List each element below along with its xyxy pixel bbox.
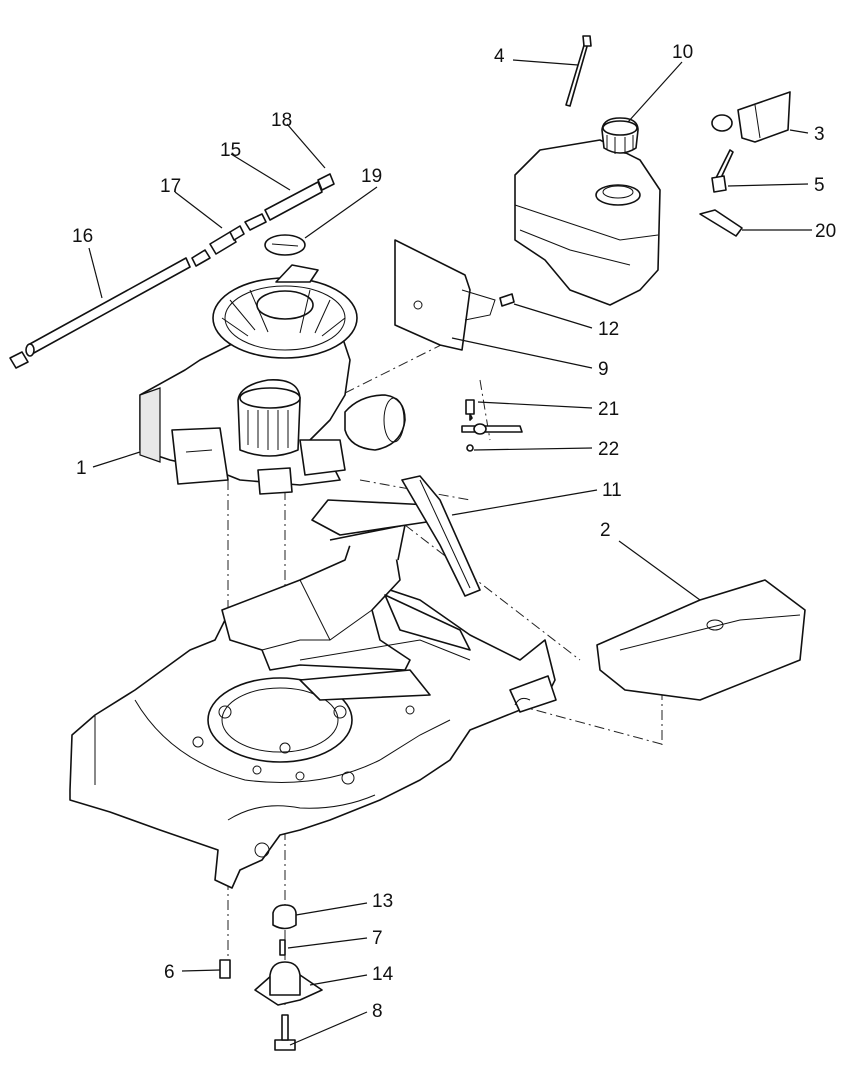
bail-lever: [311, 475, 481, 597]
callout-18: 18: [271, 110, 292, 131]
small-hardware: [461, 399, 523, 452]
rear-guard: [596, 579, 806, 701]
callout-21: 21: [598, 399, 619, 420]
blade-mount: [219, 904, 323, 1051]
callout-7: 7: [372, 928, 383, 949]
shield-bracket: [394, 239, 515, 351]
callout-3: 3: [814, 124, 825, 145]
callout-16: 16: [72, 226, 93, 247]
deck-baffle: [221, 524, 471, 701]
callout-5: 5: [814, 175, 825, 196]
callout-20: 20: [815, 221, 836, 242]
callout-2: 2: [600, 520, 611, 541]
callout-10: 10: [672, 42, 693, 63]
callout-15: 15: [220, 140, 241, 161]
callout-11: 11: [602, 480, 622, 501]
decal: [264, 234, 306, 256]
callout-6: 6: [164, 962, 175, 983]
callout-9: 9: [598, 359, 609, 380]
callout-4: 4: [494, 46, 505, 67]
callout-17: 17: [160, 176, 181, 197]
callout-12: 12: [598, 319, 619, 340]
callout-13: 13: [372, 891, 393, 912]
choke-bracket: [699, 91, 791, 237]
callout-8: 8: [372, 1001, 383, 1022]
callout-19: 19: [361, 166, 382, 187]
callout-1: 1: [76, 458, 87, 479]
dipstick: [565, 35, 592, 107]
callout-22: 22: [598, 439, 619, 460]
leader-lines: [88, 59, 812, 1046]
callout-labels: 1 2 3 4 5 6 7 8 9 10 11 12 13 14 15 16 1…: [72, 42, 836, 1022]
fuel-line-assembly: [9, 173, 335, 369]
callout-14: 14: [372, 964, 394, 985]
engine: [139, 264, 406, 495]
fuel-tank: [514, 117, 661, 306]
mower-deck: [69, 574, 557, 889]
